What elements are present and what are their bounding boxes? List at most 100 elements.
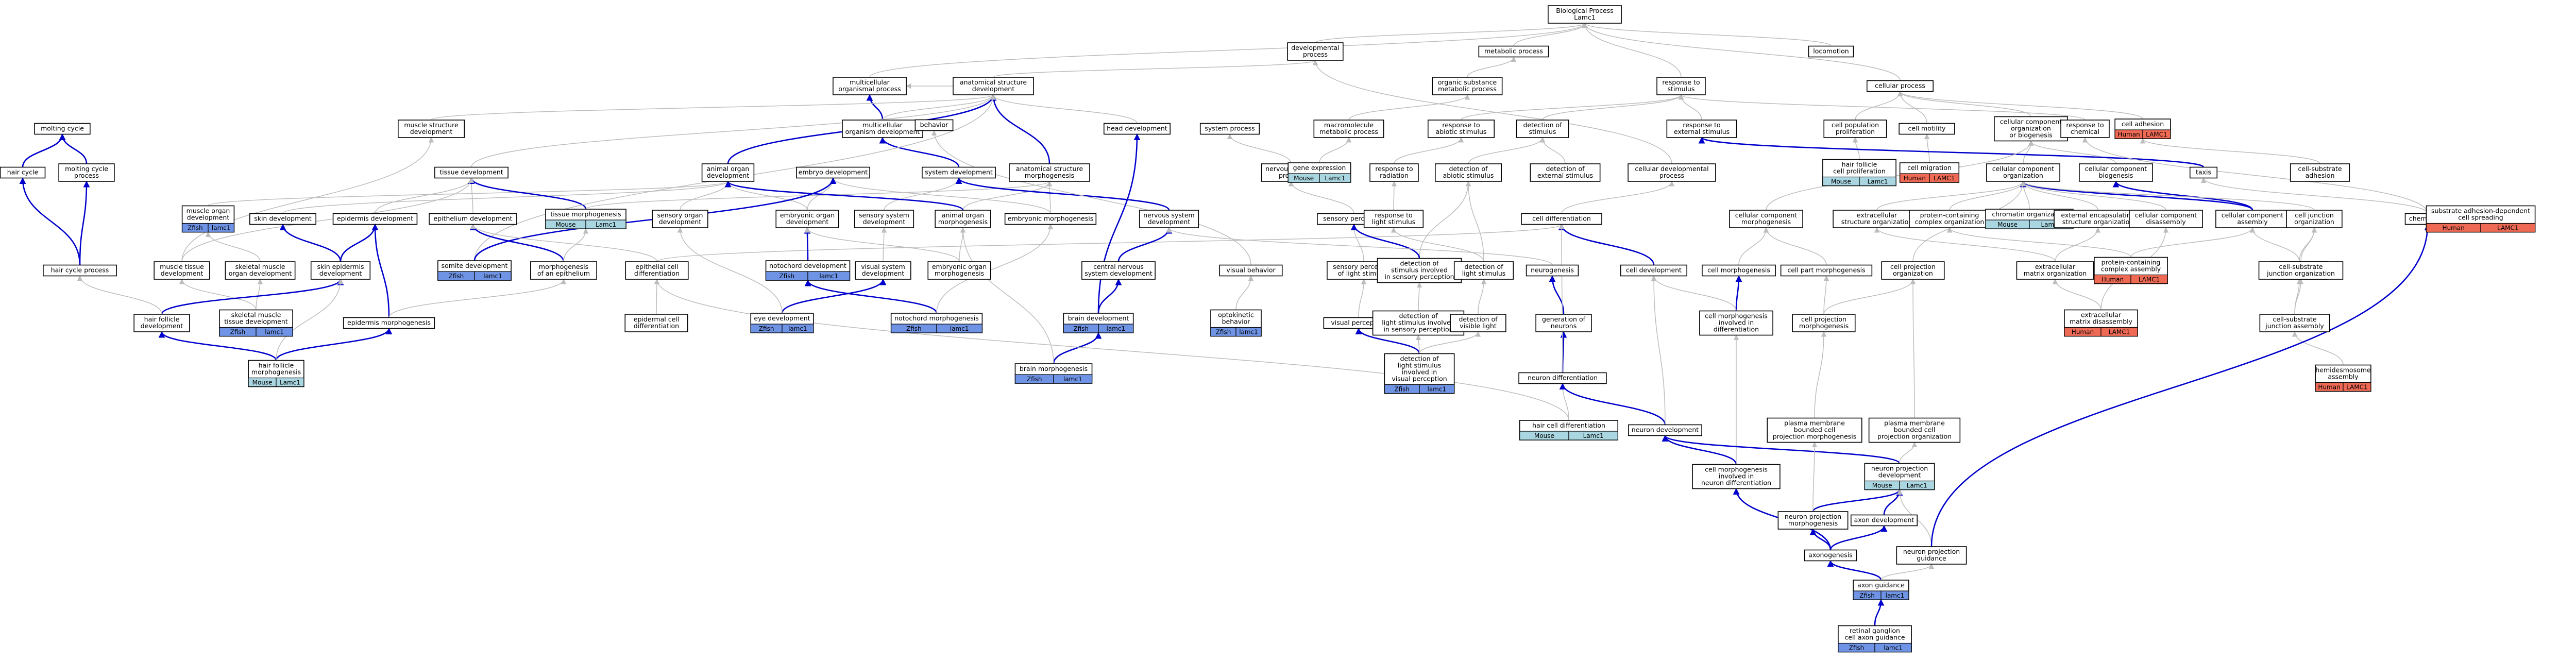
go-term-node[interactable]: hair cycle process — [43, 264, 117, 277]
go-term-node[interactable]: cell motility — [1899, 123, 1955, 135]
go-term-node[interactable]: cell differentiation — [1521, 213, 1602, 225]
go-term-node[interactable]: visual behavior — [1219, 264, 1283, 277]
go-term-node[interactable]: neuron development — [1628, 424, 1702, 436]
go-term-node[interactable]: skin development — [249, 213, 316, 225]
go-term-node[interactable]: embryo development — [796, 166, 870, 179]
go-term-node[interactable]: metabolic process — [1478, 45, 1549, 58]
go-term-node[interactable]: taxis — [2189, 166, 2218, 179]
go-term-node[interactable]: embryonic morphogenesis — [1004, 213, 1097, 225]
go-term-node[interactable]: locomotion — [1808, 45, 1854, 58]
go-term-node[interactable]: epidermis development — [332, 213, 418, 225]
go-term-node[interactable]: axon development — [1851, 514, 1918, 527]
go-term-node[interactable]: cellular process — [1867, 80, 1934, 92]
go-term-node[interactable]: tissue development — [434, 166, 509, 179]
go-term-node[interactable]: system development — [922, 166, 996, 179]
go-term-node[interactable]: axonogenesis — [1804, 549, 1857, 562]
go-term-node[interactable]: behavior — [914, 119, 954, 131]
go-term-node[interactable]: cell morphogenesis — [1702, 264, 1776, 277]
go-term-node[interactable]: cell part morphogenesis — [1780, 264, 1873, 277]
go-term-node[interactable]: cell development — [1620, 264, 1688, 277]
go-term-node[interactable]: molting cycle — [34, 123, 91, 135]
go-term-node[interactable]: neuron differentiation — [1518, 372, 1607, 384]
go-term-node[interactable]: neurogenesis — [1526, 264, 1579, 277]
go-term-node[interactable]: epidermis morphogenesis — [343, 317, 435, 329]
go-term-node[interactable]: head development — [1104, 123, 1171, 135]
go-term-node[interactable]: hair cycle — [0, 166, 46, 179]
